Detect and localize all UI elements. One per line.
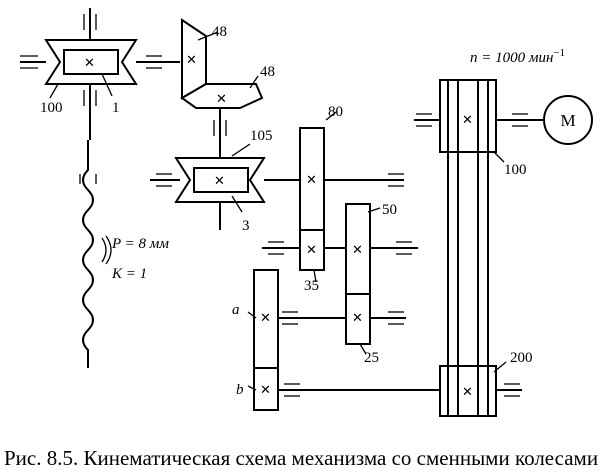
label-100-pulley: 100 xyxy=(504,162,527,178)
label-speed: n = 1000 мин−1 xyxy=(470,47,565,66)
lead-screw xyxy=(79,140,112,368)
label-b: b xyxy=(236,382,244,398)
label-starts: K = 1 xyxy=(111,266,147,282)
svg-text:✕: ✕ xyxy=(306,243,317,258)
label-200-pulley: 200 xyxy=(510,350,533,366)
label-100-worm: 100 xyxy=(40,100,63,116)
svg-text:✕: ✕ xyxy=(462,385,473,400)
label-105: 105 xyxy=(250,128,273,144)
label-pitch: P = 8 мм xyxy=(111,236,169,252)
belt-drive: ✕ ✕ xyxy=(414,79,544,417)
worm-gear-top: ✕ xyxy=(20,8,180,140)
label-80: 80 xyxy=(328,104,343,120)
label-speed-exp: −1 xyxy=(553,47,565,59)
label-25: 25 xyxy=(364,350,379,366)
motor-label: М xyxy=(560,111,575,130)
svg-text:✕: ✕ xyxy=(306,173,317,188)
svg-text:✕: ✕ xyxy=(216,92,227,107)
svg-text:✕: ✕ xyxy=(352,243,363,258)
label-a: a xyxy=(232,302,240,318)
label-speed-main: n = 1000 мин xyxy=(470,50,553,66)
label-3: 3 xyxy=(242,218,250,234)
change-gears-ab: ✕ ✕ xyxy=(247,269,442,411)
label-48-top: 48 xyxy=(212,24,227,40)
svg-text:✕: ✕ xyxy=(186,53,197,68)
svg-text:✕: ✕ xyxy=(84,56,95,71)
gear-80-35: ✕ ✕ xyxy=(262,111,348,283)
figure-caption: Рис. 8.5. Кинематическая схема механизма… xyxy=(4,446,599,470)
label-1-worm: 1 xyxy=(112,100,120,116)
motor: М xyxy=(543,95,593,145)
svg-text:✕: ✕ xyxy=(214,174,225,189)
gear-50-25: ✕ ✕ xyxy=(276,203,418,355)
label-35: 35 xyxy=(304,278,319,294)
bevel-gears: ✕ ✕ xyxy=(180,18,264,158)
svg-text:✕: ✕ xyxy=(260,383,271,398)
label-48-bottom: 48 xyxy=(260,64,275,80)
worm-gear-middle: ✕ xyxy=(150,143,404,230)
svg-text:✕: ✕ xyxy=(260,311,271,326)
svg-text:✕: ✕ xyxy=(352,311,363,326)
svg-text:✕: ✕ xyxy=(462,113,473,128)
label-50: 50 xyxy=(382,202,397,218)
